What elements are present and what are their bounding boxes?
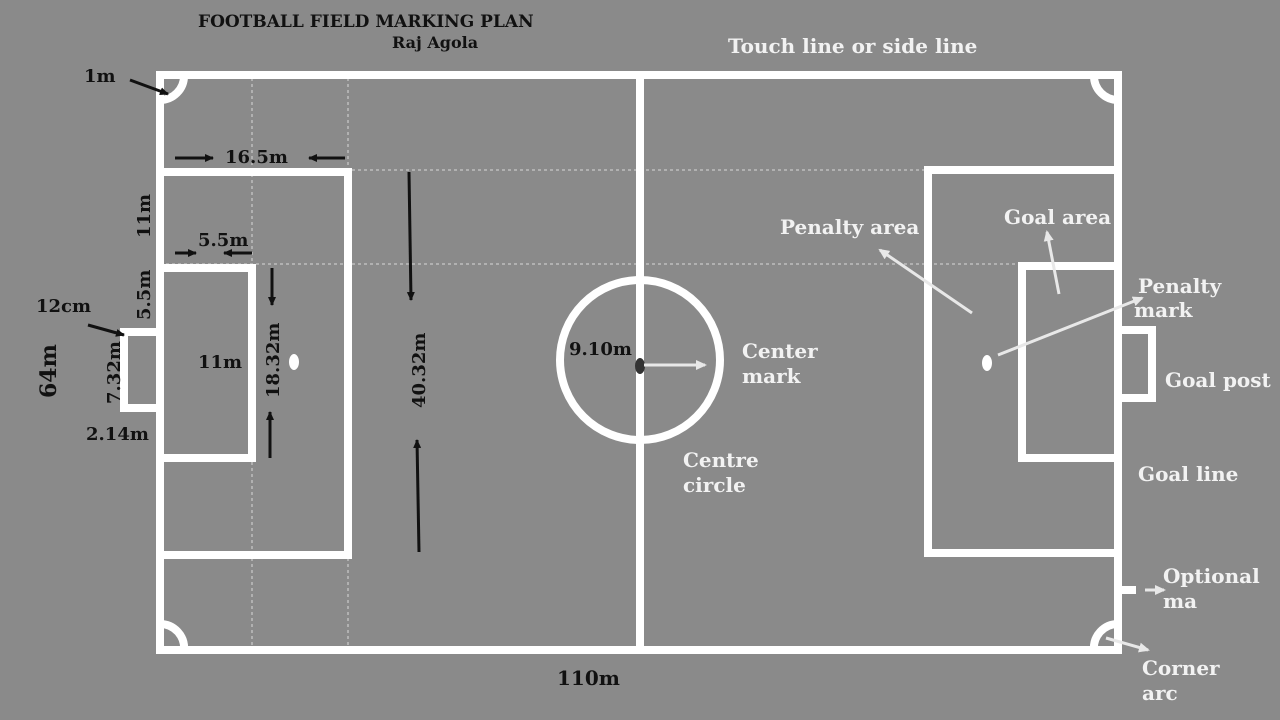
- light-arrows: [644, 230, 1166, 653]
- circle-radius-label: 9.10m: [569, 339, 632, 360]
- touch-line-label: Touch line or side line: [728, 34, 977, 58]
- corner-1m-label: 1m: [84, 66, 116, 87]
- center-mark: [635, 358, 645, 374]
- centre-circle-label-2: circle: [683, 473, 746, 497]
- right-goal-area: [1018, 262, 1118, 462]
- penalty-mark-label-1: Penalty: [1138, 274, 1223, 298]
- center-mark-label-1: Center: [742, 339, 818, 363]
- goal-area-depth-label: 5.5m: [198, 230, 248, 251]
- goal-area-width-label: 18.32m: [263, 323, 284, 398]
- penalty-depth-label: 16.5m: [225, 147, 288, 168]
- page-title: FOOTBALL FIELD MARKING PLAN: [198, 12, 534, 32]
- penalty-area-width-label: 40.32m: [409, 333, 430, 408]
- optional-mark-label-2: ma: [1163, 589, 1197, 613]
- optional-mark-label-1: Optional: [1163, 564, 1260, 588]
- penalty-area-label: Penalty area: [780, 215, 919, 239]
- goal-post-label: Goal post: [1165, 368, 1272, 392]
- corner-arc-top-left: [159, 75, 188, 104]
- dark-arrows: [87, 78, 422, 553]
- goal-area-label: Goal area: [1004, 205, 1111, 229]
- corner-arc-bottom-left: [159, 619, 189, 651]
- left-goal-area: [160, 264, 256, 462]
- left-penalty-area: [160, 168, 352, 559]
- goal-line-label: Goal line: [1138, 462, 1238, 486]
- field-width-label: 64m: [36, 344, 62, 398]
- left-penalty-spot: [289, 354, 299, 370]
- penalty-mark-label-2: mark: [1134, 298, 1194, 322]
- centre-circle: [556, 276, 724, 444]
- centre-circle-label-1: Centre: [683, 448, 759, 472]
- offset-5-5m-label: 5.5m: [134, 270, 155, 320]
- right-goal-post: [1118, 326, 1156, 402]
- field-length-label: 110m: [557, 666, 620, 690]
- corner-arc-bottom-right: [1089, 619, 1119, 651]
- corner-arc-top-right: [1090, 75, 1119, 104]
- left-goal-post: [120, 328, 160, 412]
- pitch-markings: [120, 71, 1156, 654]
- corner-arc-label-2: arc: [1142, 681, 1178, 705]
- goal-width-label: 7.32m: [104, 341, 125, 404]
- author-name: Raj Agola: [392, 33, 478, 52]
- corner-arc-label-1: Corner: [1142, 656, 1220, 680]
- penalty-spot-distance-label: 11m: [198, 352, 242, 373]
- goal-post-width-label: 12cm: [36, 296, 91, 317]
- offset-11m-label: 11m: [134, 194, 155, 238]
- center-mark-label-2: mark: [742, 364, 802, 388]
- right-penalty-area: [924, 166, 1118, 557]
- right-penalty-spot: [982, 355, 992, 371]
- goal-depth-label: 2.14m: [86, 424, 149, 445]
